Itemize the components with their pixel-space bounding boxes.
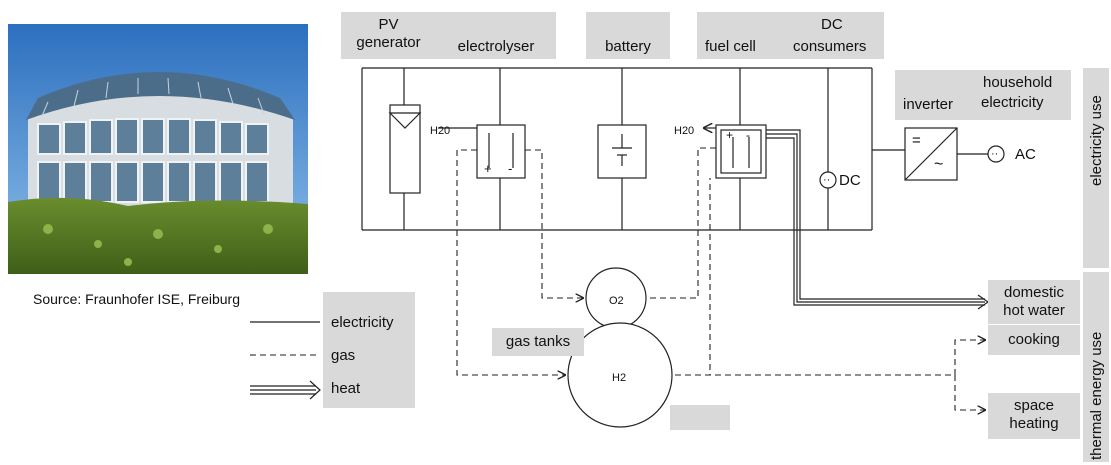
fuel-cell-symbol bbox=[715, 124, 767, 179]
electricity-use-text: electricity use bbox=[1088, 95, 1105, 186]
domestic-line1: domestic bbox=[1003, 284, 1065, 301]
fuel-cell-plus: + bbox=[726, 128, 734, 142]
pv-diode bbox=[388, 112, 422, 129]
cooking-label: cooking bbox=[988, 325, 1080, 355]
electrolyser-symbol bbox=[476, 124, 526, 179]
building-photo bbox=[8, 24, 308, 274]
inverter-text: inverter bbox=[903, 96, 954, 113]
dc-consumers-line1: DC bbox=[821, 16, 843, 33]
inverter-ac-symbol: ~ bbox=[934, 156, 944, 173]
legend-electricity: electricity bbox=[331, 314, 394, 331]
thermal-use-text: thermal energy use bbox=[1088, 331, 1105, 460]
thermal-use-band: thermal energy use bbox=[1083, 272, 1109, 462]
gas-tanks-label: gas tanks bbox=[492, 328, 584, 356]
electrolyser-minus: - bbox=[508, 161, 513, 176]
fuel-cell-text: fuel cell bbox=[705, 38, 756, 55]
legend-gas: gas bbox=[331, 347, 356, 364]
inverter-household-label: inverter household electricity bbox=[895, 70, 1071, 120]
o2-label: O2 bbox=[609, 295, 624, 307]
electrolyser-label: electrolyser bbox=[436, 12, 556, 59]
ac-node-dots: ·· bbox=[991, 148, 999, 160]
h2o-right: H20 bbox=[674, 125, 695, 137]
pv-label-line2: generator bbox=[356, 34, 421, 51]
space-line2: heating bbox=[1009, 415, 1059, 432]
legend-box: electricity gas heat bbox=[323, 292, 415, 408]
domestic-hot-water-label: domestic hot water bbox=[988, 280, 1080, 324]
dc-node-label: DC bbox=[839, 172, 861, 189]
fuel-cell-minus: - bbox=[746, 128, 750, 142]
domestic-line2: hot water bbox=[1003, 302, 1065, 319]
empty-gray-box bbox=[670, 405, 730, 430]
space-line1: space bbox=[1013, 397, 1055, 414]
dc-consumers-line2: consumers bbox=[793, 38, 867, 55]
space-heating-label: space heating bbox=[988, 393, 1080, 439]
electricity-use-band: electricity use bbox=[1083, 68, 1109, 268]
ac-node-label: AC bbox=[1015, 146, 1036, 163]
fuel-cell-dc-label: DC fuel cell consumers bbox=[697, 12, 884, 59]
household-line1: household bbox=[983, 74, 1053, 91]
h2-tank bbox=[567, 322, 673, 428]
pv-generator-symbol bbox=[389, 104, 421, 194]
pv-label-line1: PV bbox=[378, 16, 399, 33]
ac-consumer-symbol bbox=[987, 145, 1005, 163]
battery-symbol bbox=[597, 124, 647, 179]
legend-heat: heat bbox=[331, 380, 361, 397]
h2-label: H2 bbox=[612, 372, 627, 384]
dc-node-dots: ·· bbox=[823, 174, 831, 186]
source-caption: Source: Fraunhofer ISE, Freiburg bbox=[33, 291, 240, 307]
battery-label: battery bbox=[586, 12, 670, 59]
household-line2: electricity bbox=[981, 94, 1044, 111]
h2o-left: H20 bbox=[430, 125, 451, 137]
inverter-dc-symbol: = bbox=[912, 132, 921, 149]
electrolyser-plus: + bbox=[484, 161, 492, 176]
pv-generator-label: PV generator bbox=[341, 12, 436, 59]
dc-consumer-symbol bbox=[819, 171, 837, 189]
